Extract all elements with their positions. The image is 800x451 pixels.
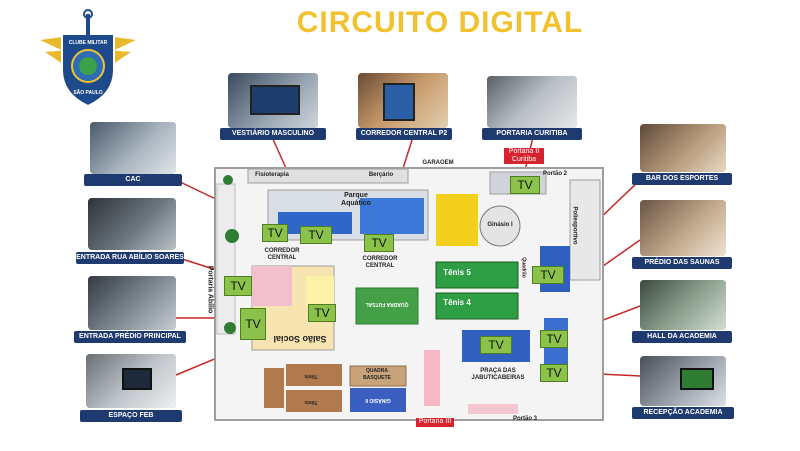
caption-portaria-curitiba: PORTARIA CURITIBA [482, 128, 582, 140]
photo-cac [90, 122, 176, 174]
caption-hall-academia: HALL DA ACADEMIA [632, 331, 732, 343]
label-corredor-central-2: CORREDOR CENTRAL [362, 256, 398, 269]
caption-entrada-principal: ENTRADA PRÉDIO PRINCIPAL [74, 331, 186, 343]
photo-predio-saunas [640, 200, 726, 256]
label-praca: PRAÇA DAS JABUTICABEIRAS [471, 368, 525, 381]
caption-entrada-abilio: ENTRADA RUA ABÍLIO SOARES [76, 252, 184, 264]
tv-marker-5: TV [224, 276, 252, 296]
tv-marker-7: TV [308, 304, 336, 322]
photo-hall-academia [640, 280, 726, 330]
photo-recepcao-academia [640, 356, 726, 406]
tv-marker-3: TV [364, 234, 394, 252]
label-salao-social: Salão Social [273, 334, 327, 344]
caption-recepcao-academia: RECEPÇÃO ACADEMIA [632, 407, 734, 419]
caption-espaco-feb: ESPAÇO FEB [80, 410, 182, 422]
label-portao-3: Portão 3 [512, 416, 537, 422]
label-ginasio-i: Ginásio I [487, 222, 513, 228]
photo-espaco-feb [86, 354, 176, 408]
label-poliesportivo: Poliesportivo [571, 206, 578, 245]
label-portao-2: Portão 2 [542, 171, 567, 177]
caption-corredor-p2: CORREDOR CENTRAL P2 [356, 128, 452, 140]
label-garagem: GARAGEM [422, 160, 454, 166]
label-portaria-abilio: Portaria Abílio [206, 265, 214, 314]
tv-marker-2: TV [300, 226, 332, 244]
photo-corredor-p2 [358, 73, 448, 128]
photo-vestiario [228, 73, 318, 128]
logo-text-bottom: SÃO PAULO [73, 90, 103, 96]
caption-bar: BAR DOS ESPORTES [632, 173, 732, 185]
tv-marker-10: TV [540, 330, 568, 348]
tv-marker-11: TV [540, 364, 568, 382]
label-bercario: Berçário [368, 172, 394, 178]
caption-predio-saunas: PRÉDIO DAS SAUNAS [632, 257, 732, 269]
label-quadra-futsal: QUADRA FUTSAL [365, 301, 409, 307]
photo-entrada-principal [88, 276, 176, 330]
label-parque-aquatico: Parque Aquático [341, 192, 371, 207]
page-title: CIRCUITO DIGITAL [296, 6, 584, 39]
caption-cac: CAC [84, 174, 182, 186]
tv-marker-6: TV [240, 308, 266, 340]
label-quadra-basquete: QUADRA BASQUETE [363, 368, 391, 381]
tag-portaria-iii: Portaria III [416, 418, 454, 427]
tv-marker-8: TV [532, 266, 564, 284]
label-quadrao: Quadrão [520, 257, 527, 278]
label-ginasio-ii: GINÁSIO II [365, 397, 391, 403]
label-corredor-central-1: CORREDOR CENTRAL [264, 248, 300, 261]
tag-portaria-ii: Portaria II Curitiba [504, 148, 544, 164]
photo-bar [640, 124, 726, 172]
tv-marker-4: TV [510, 176, 540, 194]
label-tenis-small-1: Tênis [304, 373, 318, 379]
tv-marker-9: TV [480, 336, 512, 354]
logo-text-top: CLUBE MILITAR [68, 40, 108, 46]
label-tenis-4: Tênis 4 [443, 298, 471, 307]
tv-marker-1: TV [262, 224, 288, 242]
photo-portaria-curitiba [487, 76, 577, 128]
label-tenis-5: Tênis 5 [443, 268, 471, 277]
label-tenis-small-2: Tênis [304, 399, 318, 405]
photo-entrada-abilio [88, 198, 176, 250]
caption-vestiario: VESTIÁRIO MASCULINO [220, 128, 326, 140]
label-fisioterapia: Fisioterapia [255, 172, 289, 178]
